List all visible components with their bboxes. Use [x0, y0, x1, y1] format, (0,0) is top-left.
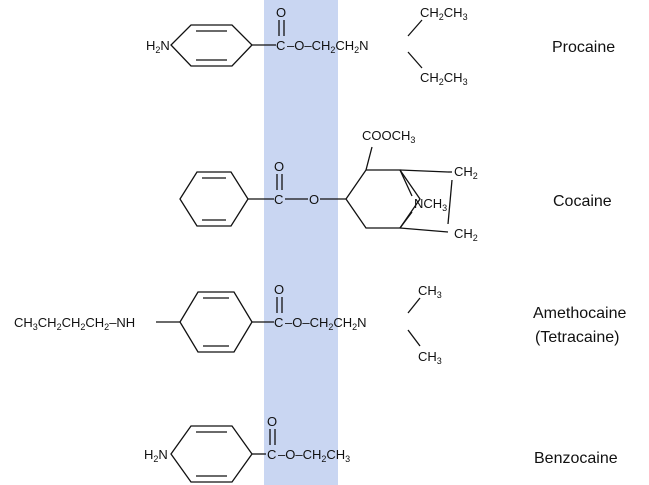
benzocaine-carbonyl-c: C	[267, 447, 276, 462]
cocaine-methylamine-label: NCH3	[414, 196, 447, 213]
compound-subtitle-tetracaine: (Tetracaine)	[535, 329, 619, 346]
benzocaine-amino-label: H2N	[144, 447, 168, 464]
procaine-ethyl-lower: CH2CH3	[420, 70, 468, 87]
procaine-amino-label: H2N	[146, 38, 170, 55]
amethocaine-carbonyl-o: O	[274, 282, 284, 297]
procaine-linker-label: –O–CH2CH2N	[287, 38, 369, 55]
amethocaine-benzene-ring	[179, 291, 253, 353]
cocaine-structure: C O O COOCH3 CH2 CH2 NCH3 Cocaine	[179, 128, 612, 243]
amethocaine-structure: CH3CH2CH2CH2–NH C O –O–CH2CH2N CH3 CH3 A…	[14, 282, 626, 366]
cocaine-carbonyl-o: O	[274, 159, 284, 174]
benzocaine-benzene-ring	[170, 425, 253, 483]
benzocaine-structure: H2N C O –O–CH2CH3 Benzocaine	[144, 414, 618, 483]
compound-name-procaine: Procaine	[552, 39, 615, 56]
benzocaine-linker-label: –O–CH2CH3	[278, 447, 350, 464]
cocaine-ester-o: O	[309, 192, 319, 207]
procaine-benzene-ring	[170, 24, 253, 67]
cocaine-benzene-ring	[179, 171, 249, 227]
amethocaine-methyl-upper: CH3	[418, 283, 442, 300]
procaine-carbonyl-c: C	[276, 38, 285, 53]
amethocaine-linker-label: –O–CH2CH2N	[285, 315, 367, 332]
cocaine-ester-label: COOCH3	[362, 128, 415, 145]
cocaine-carbonyl-c: C	[274, 192, 283, 207]
procaine-ethyl-upper: CH2CH3	[420, 5, 468, 22]
amethocaine-butylamine-label: CH3CH2CH2CH2–NH	[14, 315, 135, 332]
ester-highlight-band	[264, 0, 338, 485]
compound-name-cocaine: Cocaine	[553, 193, 612, 210]
cocaine-bridge-lower: CH2	[454, 226, 478, 243]
procaine-carbonyl-o: O	[276, 5, 286, 20]
procaine-structure: H2N C O –O–CH2CH2N CH2CH3 CH2CH3 Procain…	[146, 5, 615, 87]
compound-name-amethocaine: Amethocaine	[533, 305, 626, 322]
compound-name-benzocaine: Benzocaine	[534, 450, 618, 467]
amethocaine-carbonyl-c: C	[274, 315, 283, 330]
cocaine-tropane-ring	[345, 169, 421, 229]
cocaine-bridge-upper: CH2	[454, 164, 478, 181]
amethocaine-methyl-lower: CH3	[418, 349, 442, 366]
benzocaine-carbonyl-o: O	[267, 414, 277, 429]
